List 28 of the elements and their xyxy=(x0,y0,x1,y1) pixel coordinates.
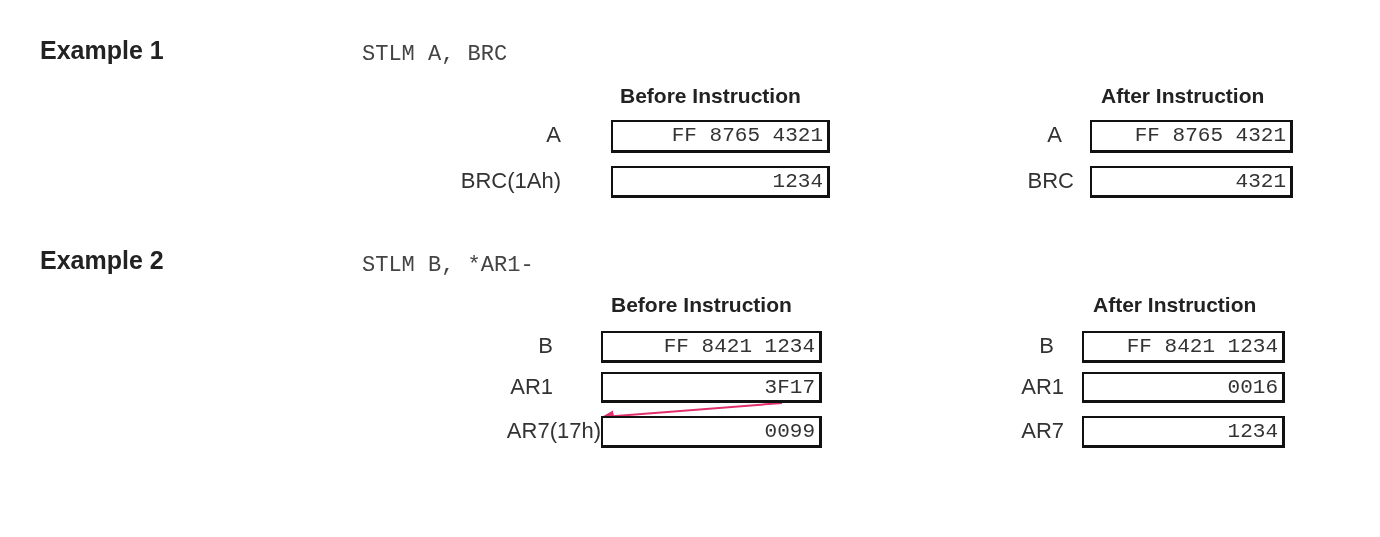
example-heading: Example 1 xyxy=(40,36,164,65)
register-name: AR1 xyxy=(1021,374,1064,400)
register-name: AR7 xyxy=(1021,418,1064,444)
register-value: 0099 xyxy=(764,420,815,444)
register-value: 3F17 xyxy=(764,376,815,400)
register-value: 0016 xyxy=(1227,376,1278,400)
register-name: B xyxy=(538,333,553,359)
instruction-code: STLM A, BRC xyxy=(362,42,508,67)
register-name: BRC xyxy=(1027,168,1074,194)
column-heading: Before Instruction xyxy=(620,84,801,108)
column-heading: Before Instruction xyxy=(611,293,792,317)
register-value: FF 8421 1234 xyxy=(663,335,815,359)
register-value: FF 8765 4321 xyxy=(1134,124,1286,148)
column-heading: After Instruction xyxy=(1093,293,1257,317)
instruction-code: STLM B, *AR1- xyxy=(362,253,534,278)
example-heading: Example 2 xyxy=(40,246,164,275)
register-value: FF 8421 1234 xyxy=(1126,335,1278,359)
register-value: 1234 xyxy=(1227,420,1278,444)
register-name: B xyxy=(1039,333,1054,359)
register-name: AR7(17h) xyxy=(506,418,601,444)
register-name: A xyxy=(546,122,561,148)
register-name: A xyxy=(1047,122,1062,148)
register-value: FF 8765 4321 xyxy=(671,124,823,148)
register-name: BRC(1Ah) xyxy=(460,168,561,194)
column-heading: After Instruction xyxy=(1101,84,1265,108)
register-value: 1234 xyxy=(772,170,823,194)
register-value: 4321 xyxy=(1235,170,1286,194)
register-name: AR1 xyxy=(510,374,553,400)
